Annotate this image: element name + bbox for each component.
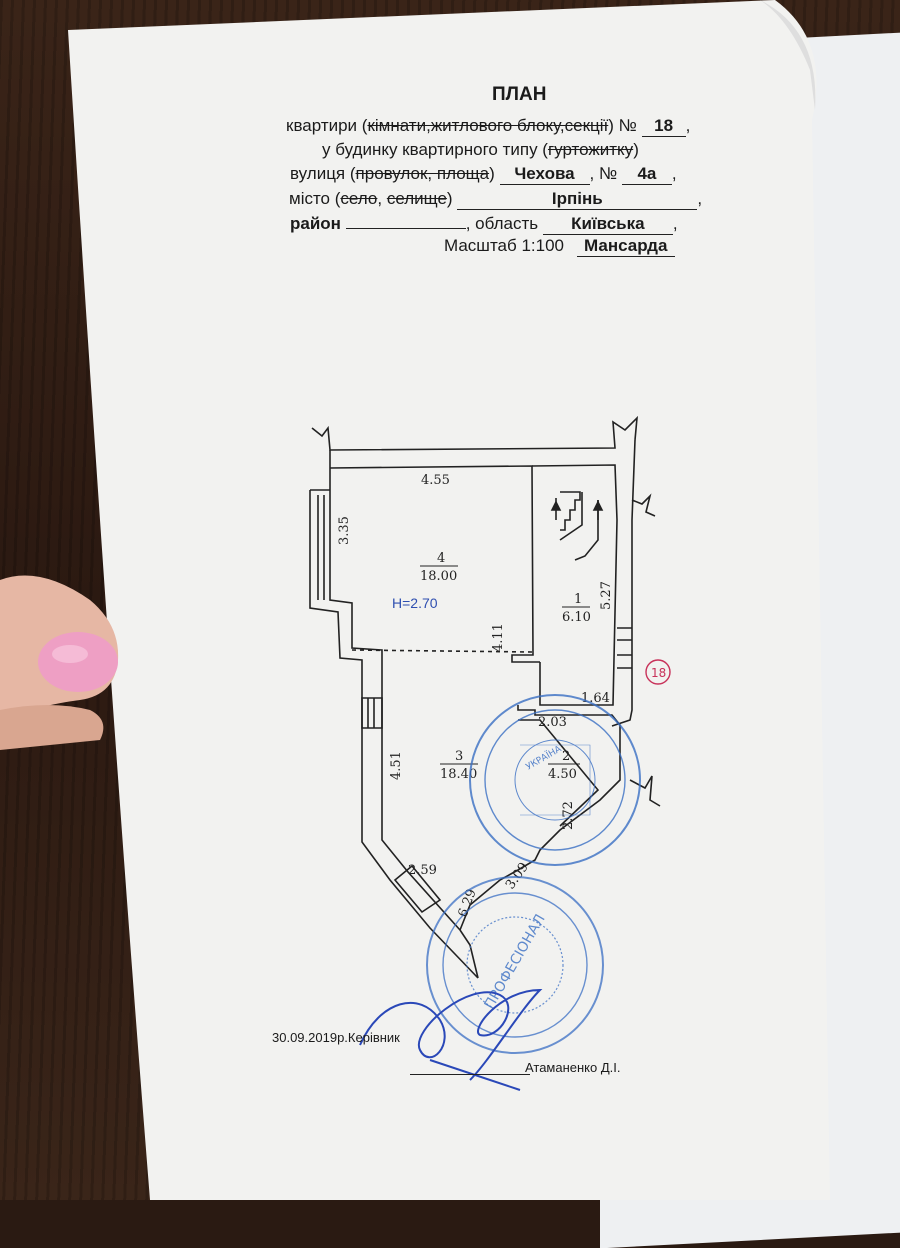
dim-left-lower: 4.51 [389,751,404,780]
stamp-lower-text: ПРОФЕСІОНАЛ [482,912,549,1012]
district-comma: , [465,214,471,233]
line1-prefix: квартири ( [286,116,368,135]
house-no-label: , № [589,164,618,183]
header-line-5: район , область Київська, [290,214,678,235]
line1-struck: кімнати,житлового блоку,секції [367,116,609,135]
ceiling-height: Н=2.70 [392,595,438,611]
header-line-3: вулиця (провулок, площа) Чехова, № 4а, [290,164,677,185]
line4-suffix: ) [446,189,453,208]
line4-comma: , [697,189,703,208]
room-1-area: 6.10 [562,610,591,625]
line4-sep: , [377,189,383,208]
district-label: район [290,214,341,233]
footer-name: Атаманенко Д.І. [525,1060,621,1075]
line3-struck: провулок, площа [355,164,490,183]
signature-line [410,1060,530,1075]
region-label: область [475,214,539,233]
city-name: Ірпінь [457,189,698,210]
room-2-number: 2 [562,749,570,764]
line4-struck-settlement: селище [386,189,447,208]
line5-comma: , [672,214,678,233]
apartment-mark: 18 [651,666,666,680]
room-2-area: 4.50 [548,767,577,782]
plan-walls [309,415,661,979]
header-line-1: квартири (кімнати,житлового блоку,секції… [286,116,690,137]
apartment-mark-circle [645,659,671,685]
house-number: 4а [621,164,672,185]
apartment-number: 18 [641,116,686,137]
dim-bottom-left: 2.59 [408,863,437,878]
line2-prefix: у будинку квартирного типу ( [322,140,548,159]
dim-room1-width: 1.64 [581,691,610,706]
scale-label: Масштаб 1:100 [444,236,564,255]
dim-room2-height: 2.72 [561,801,576,830]
line2-struck: гуртожитку [547,140,634,159]
room-4-number: 4 [437,551,445,566]
header-line-6: Масштаб 1:100 Мансарда [444,236,675,257]
line4-prefix: місто ( [289,189,341,208]
room-3-area: 18.40 [440,767,477,782]
document-page: ПЛАН квартири (кімнати,житлового блоку,с… [0,0,830,1200]
dim-left-upper: 3.35 [337,516,352,545]
dim-room4-right: 4.11 [491,623,506,652]
street-name: Чехова [499,164,590,185]
signature [359,988,543,1091]
paper-sheet [68,0,830,1200]
official-stamp-upper [469,694,641,866]
line3-comma: , [671,164,677,183]
document-title: ПЛАН [492,84,547,105]
line1-comma: , [685,116,691,135]
line1-suffix: ) № [608,116,637,135]
header-line-2: у будинку квартирного типу (гуртожитку) [322,140,639,160]
line3-suffix: ) [489,164,495,183]
line3-prefix: вулиця ( [290,164,356,183]
dim-room1-height: 5.27 [599,581,614,610]
room-3-number: 3 [455,749,463,764]
room-labels: 4 18.00 1 6.10 3 18.40 2 4.50 [420,551,591,782]
official-stamp-lower [426,876,604,1054]
room-1-number: 1 [574,592,582,607]
header-line-4: місто (село, селище) Ірпінь, [289,189,702,210]
room-4-area: 18.00 [420,569,457,584]
floor-plan: 4.55 3.35 4.11 5.27 1.64 2.03 2.72 4.51 … [309,415,671,1091]
dim-top: 4.55 [421,473,450,488]
floor-name: Мансарда [576,236,675,257]
dim-room2-width: 2.03 [538,715,567,730]
line4-struck-village: село [340,189,378,208]
line2-suffix: ) [633,140,639,159]
footer-date-role: 30.09.2019р.Керівник [272,1030,400,1045]
hand-finger [0,575,119,750]
region-name: Київська [542,214,673,235]
